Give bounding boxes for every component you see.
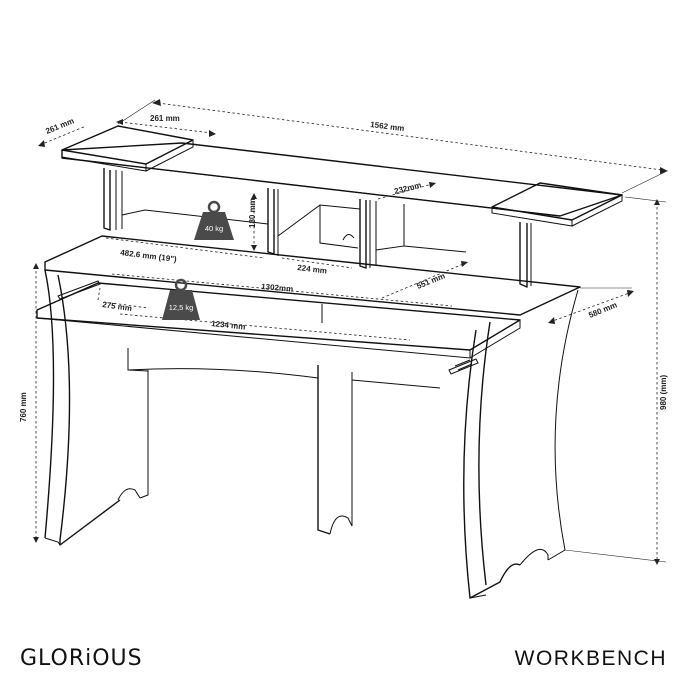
center-support [317,365,353,535]
modesty-panel [127,348,441,389]
dim-tray-width: 1234 mm [211,319,246,332]
dim-shelf-gap: 232mm [393,181,422,196]
dim-total-width: 1562 mm [370,120,405,133]
dim-top-shelf-width: 261 mm [150,114,180,123]
dim-rack-depth: 224 mm [297,263,328,276]
brand-logo: GLORiOUS [20,646,143,671]
dim-tray-depth: 551 mm [415,271,446,291]
dimension-lines [33,99,668,565]
dim-desk-width: 1302mm [261,282,294,294]
weight-icon: 12,5 kg [162,278,200,320]
top-shelf-board [61,142,623,217]
right-speaker-platform [491,182,623,227]
right-side-panel [463,289,579,599]
weight-icon: 40 kg [194,200,234,240]
tray-weight-label: 12,5 kg [169,303,194,312]
rack-weight-label: 40 kg [205,224,223,233]
dim-rack-height: 180 mm [248,198,257,228]
left-side-panel [44,269,149,546]
left-speaker-platform [61,125,194,172]
dim-top-shelf-depth: 261 mm [44,116,75,136]
drawer-slides [57,280,479,375]
dim-desk-depth: 580 mm [587,300,618,320]
keyboard-tray [36,282,521,359]
dim-tray-front: 275 mm [102,300,133,313]
desk-top [44,235,581,316]
dim-total-height: 980 (mm) [659,375,668,410]
product-name: WORKBENCH [515,647,667,670]
dim-desk-height: 760 mm [19,392,28,422]
dim-rack-width: 482.6 mm (19") [120,248,178,264]
